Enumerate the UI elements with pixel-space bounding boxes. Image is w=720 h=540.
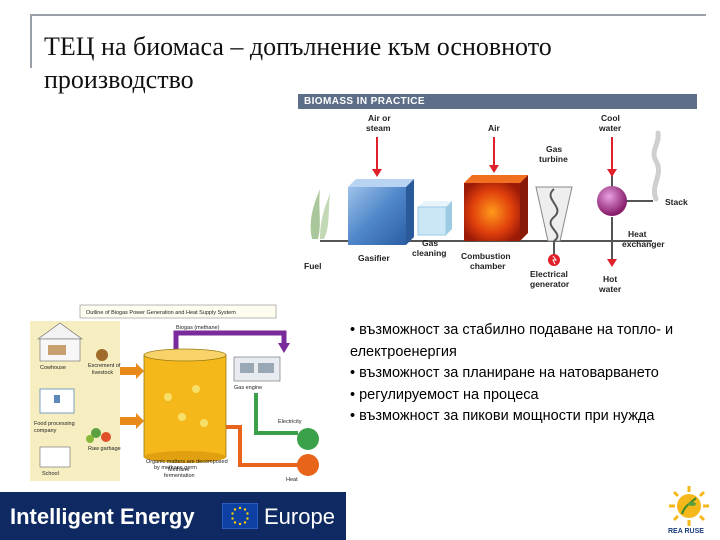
logo-caption: REA RUSE xyxy=(668,528,704,535)
label-stack: Stack xyxy=(665,197,688,207)
heat-line xyxy=(226,425,298,467)
input-arrow-1 xyxy=(120,363,144,379)
label-food-company: Food processing xyxy=(34,421,75,427)
label-electricity: Electricity xyxy=(278,419,302,425)
program-name: Intelligent Energy xyxy=(10,504,195,529)
label-fuel: Fuel xyxy=(304,261,321,271)
svg-text:by methane germ: by methane germ xyxy=(154,465,197,471)
list-item: възможност за пикови мощности при нужда xyxy=(350,406,690,428)
list-item: регулируемост на процеса xyxy=(350,385,690,407)
gas-engine-icon xyxy=(233,356,281,382)
heat-icon xyxy=(297,454,319,476)
air-steam-arrow xyxy=(372,137,382,177)
fermentation-tank-icon xyxy=(143,348,227,463)
svg-text:steam: steam xyxy=(366,123,391,133)
label-cowhouse: Cowhouse xyxy=(40,365,66,371)
label-gas-cleaning: Gas xyxy=(422,238,438,248)
svg-text:exchanger: exchanger xyxy=(622,239,665,249)
program-region: Europe xyxy=(264,504,335,529)
frame-top-line xyxy=(30,14,706,16)
electricity-icon xyxy=(297,428,319,450)
benefits-list: възможност за стабилно подаване на топло… xyxy=(350,320,690,428)
label-cool-water: Cool xyxy=(601,113,620,123)
svg-text:water: water xyxy=(598,123,622,133)
biogas-arrow xyxy=(173,330,287,349)
list-item: възможност за планиране на натоварването xyxy=(350,363,690,385)
label-school: School xyxy=(42,471,59,477)
biogas-system-diagram: Outline of Biogas Power Generation and H… xyxy=(26,297,329,483)
label-organic: Organic matters are decomposed xyxy=(146,459,228,465)
label-fermentation: Methane xyxy=(168,467,189,473)
input-arrow-2 xyxy=(120,413,144,429)
cool-water-arrow xyxy=(607,137,617,177)
label-gas-turbine: Gas xyxy=(546,144,562,154)
stack-smoke-icon xyxy=(651,130,662,202)
list-item: възможност за стабилно подаване на топло… xyxy=(350,320,690,363)
footer-banner: Intelligent Energy Europe xyxy=(0,492,346,540)
biogas-diagram-title: Outline of Biogas Power Generation and H… xyxy=(86,310,236,316)
biomass-diagram-header: BIOMASS IN PRACTICE xyxy=(298,94,697,109)
slide-title: ТЕЦ на биомаса – допълнение към основнот… xyxy=(44,32,552,94)
air-arrow xyxy=(489,137,499,173)
biomass-diagram: BIOMASS IN PRACTICE xyxy=(298,94,697,296)
label-air: Air xyxy=(488,123,501,133)
label-electrical-generator: Electrical xyxy=(530,269,568,279)
label-excrement: Excrement of xyxy=(88,363,121,369)
rea-ruse-logo: REA RUSE xyxy=(662,484,716,540)
svg-text:chamber: chamber xyxy=(470,261,506,271)
frame-left-line xyxy=(30,14,32,68)
svg-text:generator: generator xyxy=(530,279,570,289)
svg-text:water: water xyxy=(598,284,622,294)
label-hot-water: Hot xyxy=(603,274,617,284)
label-gasifier: Gasifier xyxy=(358,253,390,263)
svg-text:company: company xyxy=(34,428,57,434)
fuel-icon xyxy=(310,189,330,239)
gas-cleaning-icon xyxy=(417,201,452,236)
cowhouse-icon xyxy=(37,322,83,362)
electricity-line xyxy=(254,393,298,435)
eu-flag-icon xyxy=(222,503,258,529)
label-air-or-steam: Air or xyxy=(368,113,391,123)
hot-water-arrow xyxy=(607,259,617,267)
biomass-diagram-graphic: Air or steam Air Gas turbine Cool water … xyxy=(304,113,688,294)
raw-garbage-icon xyxy=(86,428,111,443)
svg-text:fermentation: fermentation xyxy=(164,473,195,479)
combustion-chamber-icon xyxy=(464,175,528,241)
excrement-icon xyxy=(96,349,108,361)
label-heat-exchanger: Heat xyxy=(628,229,647,239)
biogas-system-graphic: Outline of Biogas Power Generation and H… xyxy=(26,297,329,483)
svg-text:livestock: livestock xyxy=(92,370,113,376)
gasifier-icon xyxy=(348,179,414,245)
label-combustion-chamber: Combustion xyxy=(461,251,511,261)
label-biogas: Biogas (methane) xyxy=(176,325,220,331)
sun-logo-icon xyxy=(669,486,709,526)
svg-text:turbine: turbine xyxy=(539,154,568,164)
label-raw-garbage: Raw garbage xyxy=(88,446,121,452)
gas-turbine-icon xyxy=(535,186,573,266)
label-heat: Heat xyxy=(286,477,298,483)
svg-text:cleaning: cleaning xyxy=(412,248,446,258)
school-icon xyxy=(39,446,71,468)
label-gas-engine: Gas engine xyxy=(234,385,262,391)
